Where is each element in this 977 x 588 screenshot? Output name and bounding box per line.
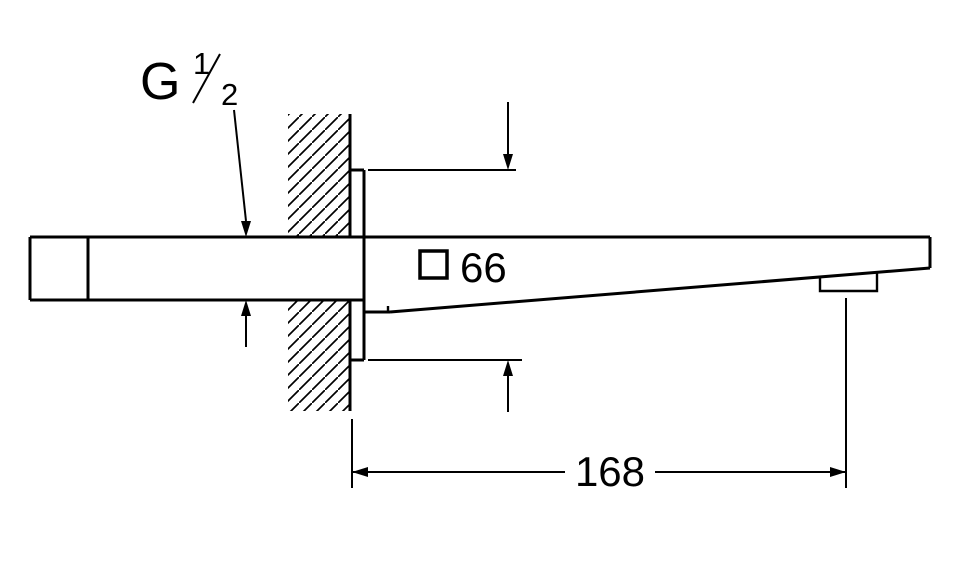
thread-arrow-up-icon — [241, 300, 251, 316]
thread-callout: G 1 2 — [140, 46, 251, 347]
thread-arrow-down-icon — [241, 221, 251, 237]
flange-dimension: 66 — [368, 102, 522, 412]
thread-size-numerator-label: 1 — [193, 46, 210, 81]
wall-hatching-lower — [288, 301, 350, 411]
thread-size-denominator-label: 2 — [221, 77, 238, 112]
inlet-pipe — [28, 235, 364, 302]
thread-size-prefix-label: G — [140, 53, 180, 111]
thread-leader-line — [233, 109, 247, 222]
aerator — [818, 272, 879, 293]
flange-size-label: 66 — [460, 244, 507, 291]
fraction-slash-line — [192, 53, 221, 104]
wall-hatching-upper — [288, 114, 350, 237]
length-arrow-left-icon — [352, 467, 368, 477]
spout-length-label: 168 — [575, 448, 645, 495]
length-arrow-right-icon — [830, 467, 846, 477]
spout-body — [364, 235, 932, 314]
spout-bottom-slant-line — [389, 266, 931, 314]
mounting-flange — [350, 168, 366, 362]
flange-dim-arrow-up-icon — [503, 360, 513, 376]
square-section-icon — [418, 249, 449, 280]
flange-dim-arrow-down-icon — [503, 154, 513, 170]
wall-section — [288, 114, 352, 411]
length-dimension: 168 — [351, 298, 847, 495]
